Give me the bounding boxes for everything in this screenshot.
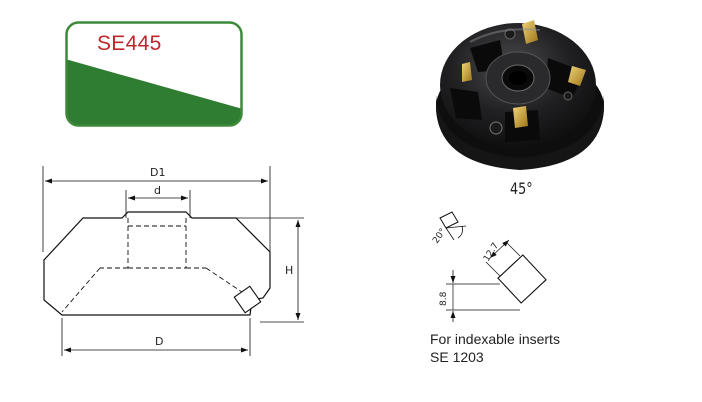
insert-note-line-2: SE 1203 [430, 349, 484, 365]
d1-label: D1 [150, 166, 165, 179]
clearance-angle-symbol [439, 211, 467, 241]
height-label: H [285, 264, 293, 277]
lead-angle-label: 45° [510, 179, 533, 198]
cutter-photo [436, 20, 604, 170]
insert-height-label: 8.8 [439, 291, 449, 306]
insert-square [497, 254, 547, 304]
badge-green-wedge [66, 59, 242, 126]
insert-size-dimension-line [489, 239, 510, 259]
cutter-section-view [42, 166, 304, 356]
cutter-outline [43, 211, 271, 316]
insert-note-line-1: For indexable inserts [430, 331, 560, 347]
insert-detail [439, 211, 547, 322]
insert-note: For indexable inserts SE 1203 [430, 330, 560, 366]
product-badge: SE445 [65, 21, 243, 127]
insert-outline [233, 285, 262, 314]
clearance-angle-label: 20° [431, 227, 448, 246]
product-code: SE445 [97, 32, 162, 55]
badge-frame [65, 21, 243, 127]
insert-size-label: 12.7 [482, 241, 501, 263]
body-diameter-label: D [155, 335, 163, 348]
hidden-lines [61, 218, 249, 313]
bore-label: d [154, 184, 161, 197]
